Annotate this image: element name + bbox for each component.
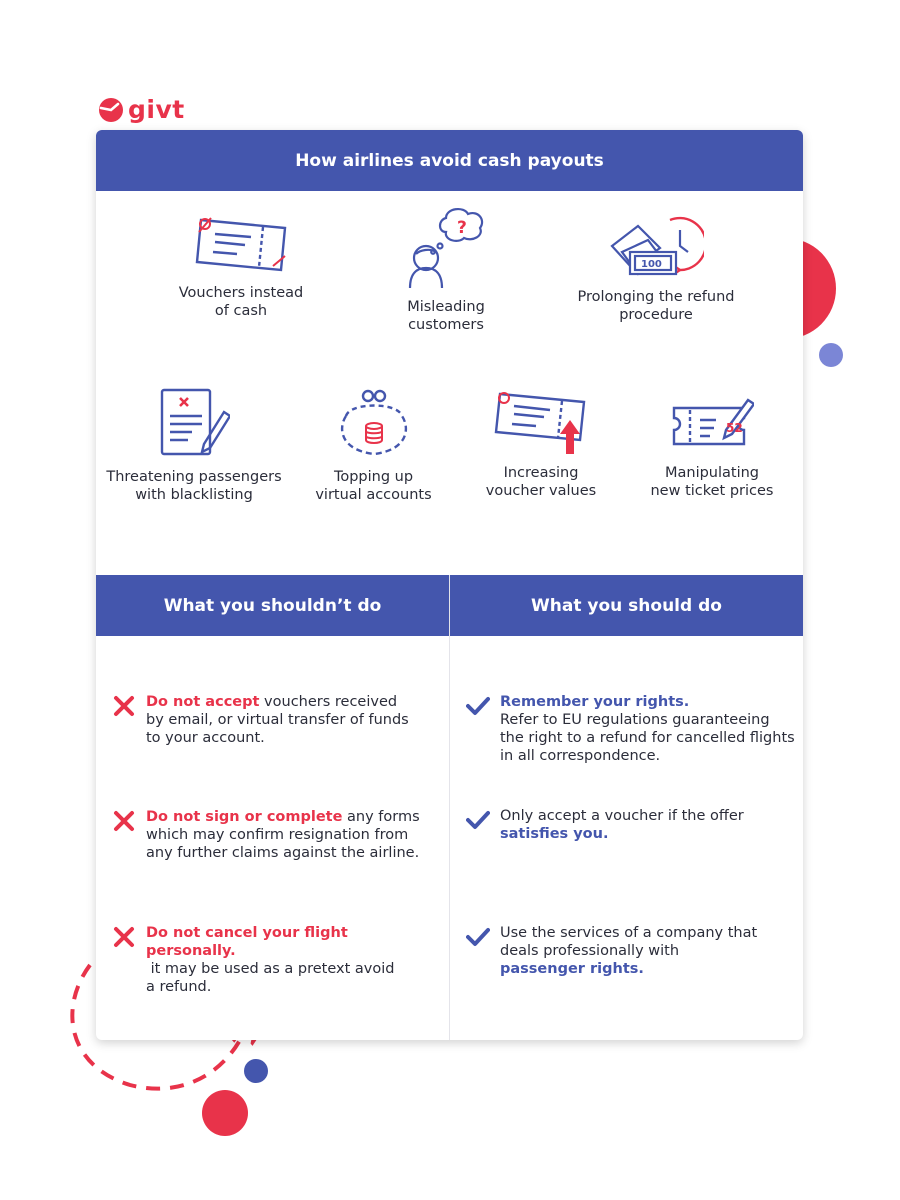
- do-highlight: satisfies you: [500, 826, 603, 842]
- method-label: Manipulating new ticket prices: [650, 465, 774, 499]
- dont-highlight: Do not sign or complete: [146, 809, 343, 825]
- method-misleading: ? Misleading customers: [361, 206, 531, 334]
- do-highlight: passenger rights: [500, 961, 639, 977]
- method-label: Vouchers instead of cash: [178, 285, 304, 319]
- check-icon: [466, 697, 490, 715]
- method-blacklisting: Threatening passengers with blacklisting: [102, 388, 286, 504]
- infographic-card: How airlines avoid cash payouts Vouchers…: [96, 130, 803, 1040]
- voucher-arrow-up-icon: [494, 392, 586, 454]
- dont-item: Do not accept vouchers received by email…: [112, 693, 442, 747]
- dont-text: by email, or virtual transfer of funds: [146, 712, 409, 728]
- method-virtual-accounts: Topping up virtual accounts: [296, 388, 451, 504]
- do-text: in all correspondence.: [500, 748, 661, 764]
- method-prolonging: 100 Prolonging the refund procedure: [561, 212, 751, 324]
- cross-icon: [114, 811, 134, 831]
- do-text: .: [602, 826, 609, 842]
- voucher-ticket-icon: [195, 217, 287, 272]
- method-label: Topping up virtual accounts: [315, 469, 432, 503]
- method-ticket-prices: 52 Manipulating new ticket prices: [636, 394, 788, 500]
- dont-column: What you shouldn’t do Do not accept vouc…: [96, 575, 449, 1040]
- dont-highlight: Do not accept: [146, 694, 260, 710]
- dont-item: Do not cancel your flight personally. it…: [112, 924, 442, 996]
- cross-icon: [114, 696, 134, 716]
- dont-item: Do not sign or complete any forms which …: [112, 808, 442, 862]
- brand-logo: givt: [98, 95, 185, 124]
- do-heading: What you should do: [450, 575, 803, 636]
- svg-text:?: ?: [457, 218, 467, 238]
- dont-text: a refund.: [146, 979, 212, 995]
- flight-path-decor: [70, 963, 242, 1091]
- document-pen-icon: [160, 388, 230, 456]
- givt-logo-icon: [99, 97, 123, 122]
- ticket-price: 52: [726, 421, 743, 435]
- do-item: Only accept a voucher if the offer satis…: [466, 807, 796, 843]
- dont-text: any further claims against the airline.: [146, 845, 420, 861]
- do-column: What you should do Remember your rights.…: [450, 575, 803, 1040]
- method-label: Prolonging the refund procedure: [577, 289, 735, 323]
- decor-blue-dot-right: [819, 343, 843, 367]
- check-icon: [466, 811, 490, 829]
- banknote-value: 100: [641, 259, 662, 270]
- method-label: Increasing voucher values: [485, 465, 597, 499]
- dont-heading: What you shouldn’t do: [96, 575, 449, 636]
- method-label: Misleading customers: [407, 299, 485, 333]
- dont-text: it may be used as a pretext avoid: [146, 961, 395, 977]
- method-label: Threatening passengers with blacklisting: [106, 469, 282, 503]
- cross-icon: [114, 927, 134, 947]
- do-text: the right to a refund for cancelled flig…: [500, 730, 795, 746]
- advice-columns: What you shouldn’t do Do not accept vouc…: [96, 575, 803, 1040]
- do-text: deals professionally with: [500, 943, 680, 959]
- ticket-price-pen-icon: 52: [672, 398, 754, 446]
- column-divider: [449, 575, 450, 1040]
- do-text: Use the services of a company that: [500, 925, 758, 941]
- decor-blue-dot-bottom: [244, 1059, 268, 1083]
- dont-text: any forms: [342, 809, 420, 825]
- dont-text: which may confirm resignation from: [146, 827, 409, 843]
- do-highlight: Remember your rights.: [500, 694, 690, 710]
- do-item: Remember your rights. Refer to EU regula…: [466, 693, 803, 765]
- do-text: Refer to EU regulations guaranteeing: [500, 712, 770, 728]
- dont-text: vouchers received: [259, 694, 398, 710]
- decor-red-circle-bottom: [202, 1090, 248, 1136]
- check-icon: [466, 928, 490, 946]
- confused-person-icon: ?: [408, 208, 484, 288]
- method-voucher-values: Increasing voucher values: [461, 388, 621, 500]
- brand-name: givt: [128, 95, 185, 124]
- do-text: .: [638, 961, 644, 977]
- do-item: Use the services of a company that deals…: [466, 924, 796, 978]
- dont-highlight: Do not cancel your flight personally.: [146, 925, 348, 959]
- do-text: Only accept a voucher if the offer: [500, 808, 744, 824]
- dont-text: to your account.: [146, 730, 265, 746]
- page-title: How airlines avoid cash payouts: [96, 130, 803, 191]
- method-vouchers: Vouchers instead of cash: [151, 214, 331, 320]
- coin-purse-icon: [340, 389, 407, 456]
- money-clock-icon: 100: [610, 216, 704, 276]
